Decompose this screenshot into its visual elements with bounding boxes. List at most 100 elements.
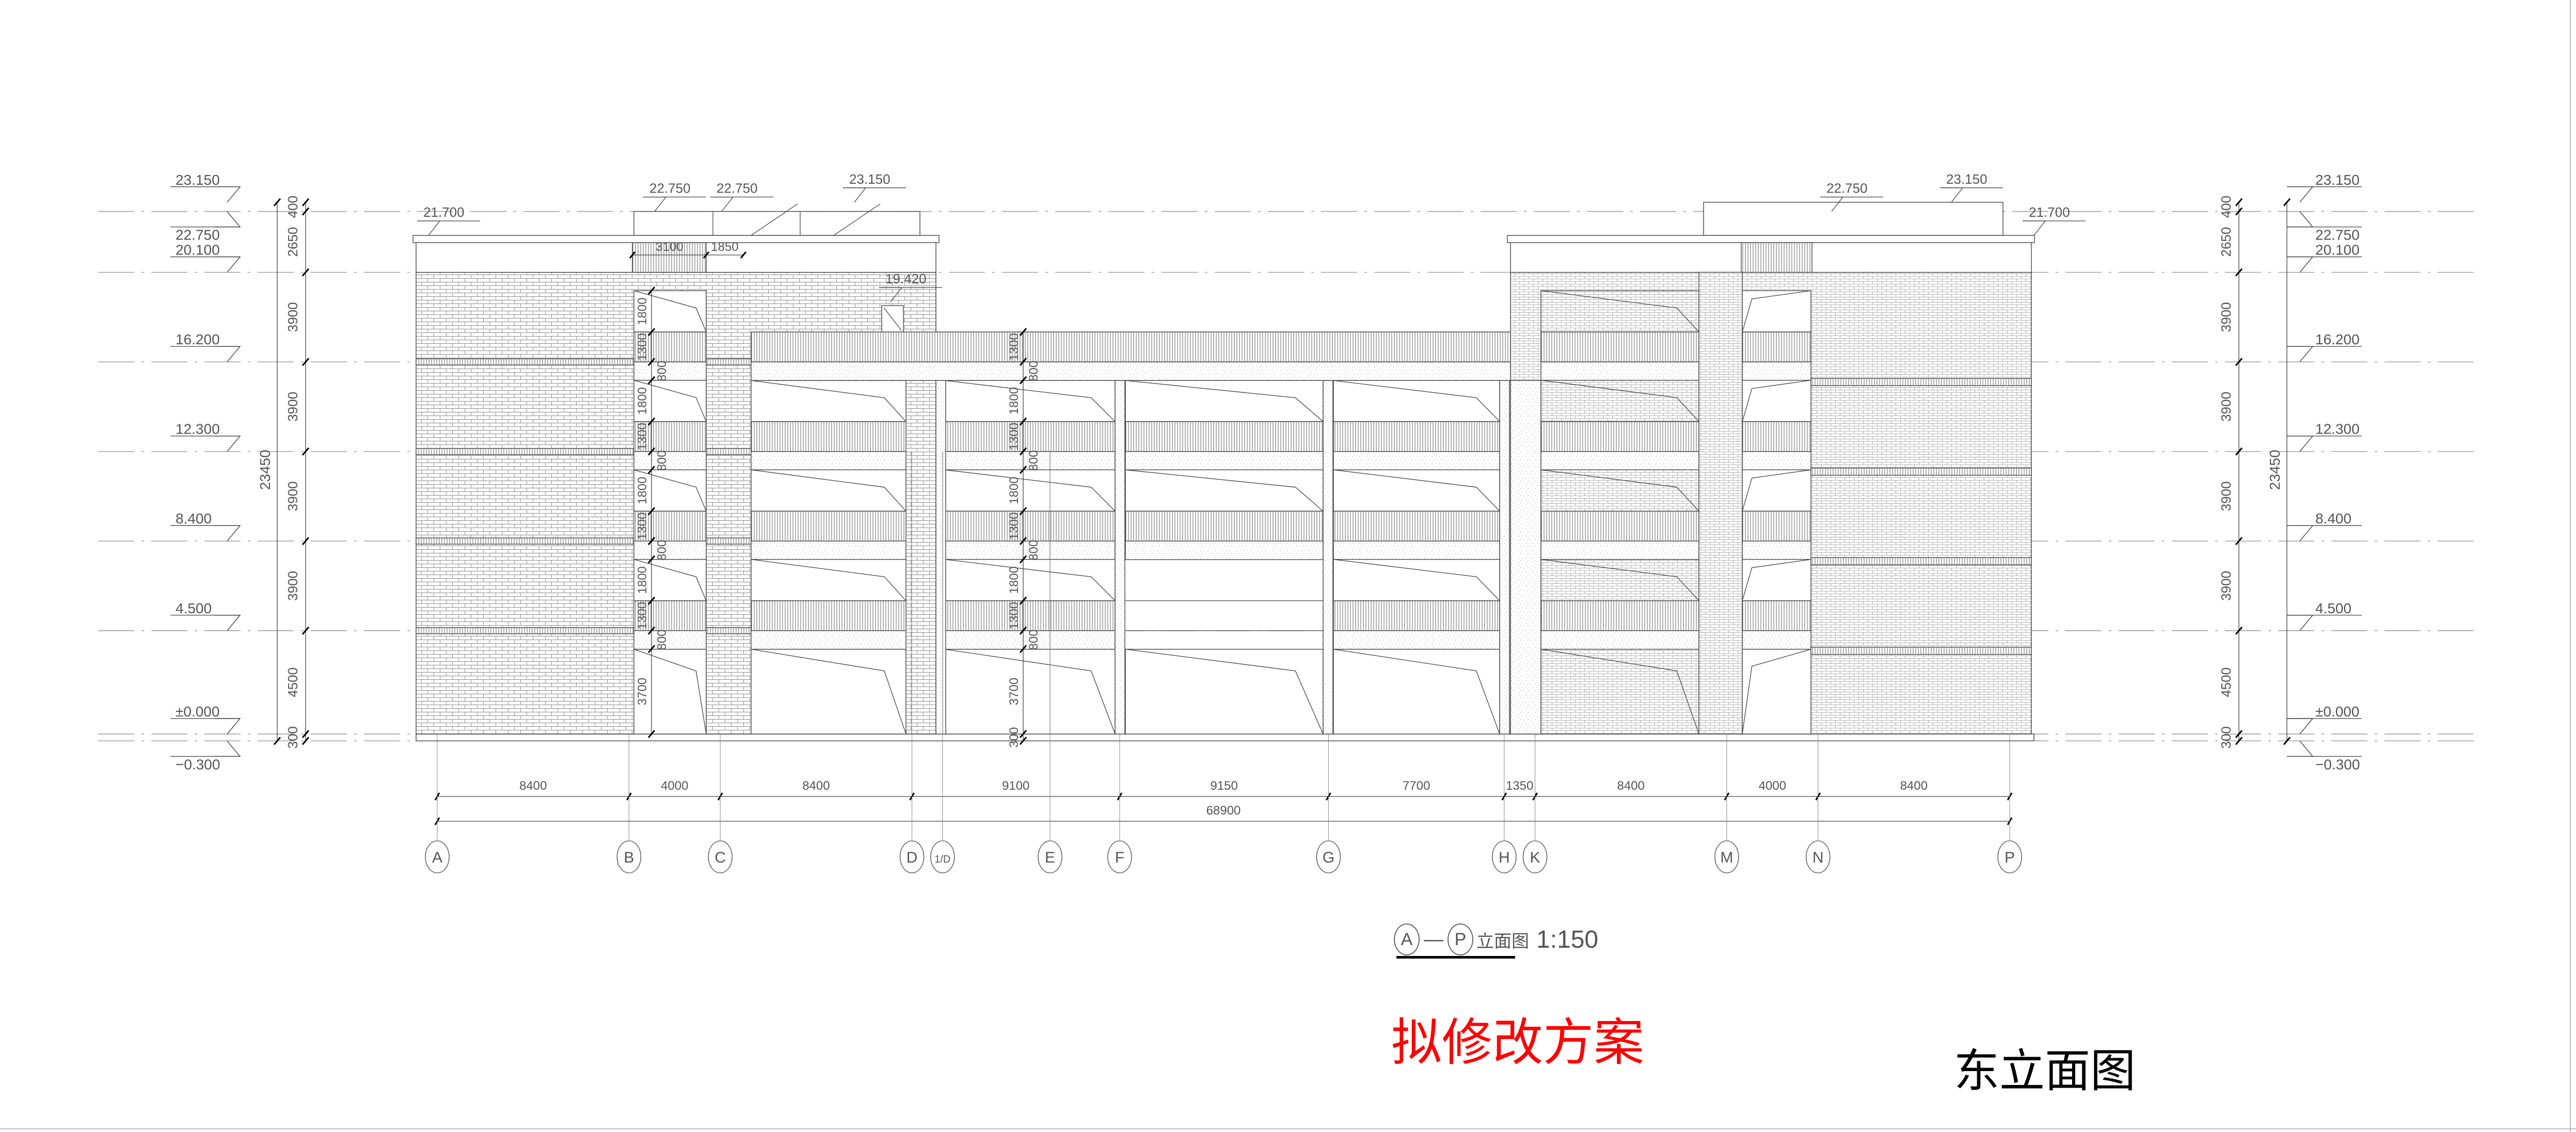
opening (751, 380, 907, 422)
corridor-column (1323, 380, 1333, 735)
dimension-tick (647, 466, 656, 474)
railing-band (1333, 421, 1500, 452)
railing-band (1540, 511, 1699, 541)
opening (751, 469, 907, 512)
ceiling-perspective-line (1333, 559, 1500, 601)
dimension-tick (1019, 555, 1027, 564)
dimension-tick (1019, 357, 1027, 366)
axis-bubble (1038, 840, 1062, 873)
axis-label: E (1045, 849, 1055, 866)
ground-plinth (416, 734, 2034, 742)
axis-bubble (1997, 840, 2022, 873)
dimension-tick (2235, 268, 2243, 277)
right-stair-parapet-louver (1741, 242, 1812, 273)
level-label: 8.400 (2315, 511, 2351, 527)
axis-bubble (1107, 840, 1132, 873)
opening (944, 559, 1116, 601)
level-triangle-icon (214, 525, 241, 541)
floor-dimension-label: 800 (1027, 450, 1041, 471)
ceiling-perspective-line (751, 559, 907, 601)
level-label: 4.500 (2315, 600, 2351, 616)
dimension-tick (1019, 376, 1027, 385)
floor-dimension-label: 1300 (1007, 512, 1021, 539)
ceiling-perspective-line (633, 649, 707, 735)
window-diagonal (883, 307, 902, 331)
elevation-marker: ±0.000 (170, 704, 241, 735)
dimension-tick (1019, 507, 1027, 516)
railing-band (751, 511, 907, 541)
opening (1540, 379, 1699, 422)
opening-ground-floor (633, 649, 707, 735)
level-label: 23.150 (2315, 172, 2360, 188)
rooftop-skylight-diagonal (751, 203, 798, 236)
span-dimension-label: 1350 (1506, 779, 1533, 793)
opening-ground-floor (1333, 649, 1500, 735)
sheet-name: 东立面图 (1954, 1044, 2136, 1097)
beam-band (1742, 451, 1811, 471)
opening (1540, 559, 1699, 601)
ceiling-perspective-line (1333, 649, 1500, 735)
axis-bubble (425, 840, 450, 873)
opening-ground-floor (751, 649, 907, 735)
railing-band (1125, 421, 1324, 452)
left-rooftop-structure (633, 211, 920, 236)
dimension-tick (2235, 198, 2243, 206)
level-triangle-icon (214, 211, 241, 228)
dimension-tick (647, 417, 656, 426)
level-triangle-icon (2287, 346, 2314, 362)
railing-band (751, 600, 907, 631)
dimension-tick (647, 286, 656, 295)
elevation-marker: 16.200 (170, 331, 241, 362)
floor-dimension-label: 1800 (1007, 476, 1021, 504)
axis-bubble (1714, 840, 1739, 873)
floor-dimension-label: 1300 (635, 602, 649, 629)
thin-band (706, 627, 752, 634)
title-underline (1396, 956, 1515, 959)
level-label: 8.400 (176, 511, 212, 527)
corridor-column (935, 380, 946, 735)
elevation-marker: −0.300 (2287, 740, 2362, 772)
total-height-label: 23450 (257, 450, 273, 490)
axis-bubble (1316, 840, 1341, 873)
floor-dimension-label: 800 (1027, 361, 1041, 381)
thin-band (706, 448, 752, 455)
level-triangle-icon (214, 615, 241, 631)
floor-dimension-label: 1800 (635, 477, 649, 504)
floor-dimension-label: 1800 (635, 566, 649, 594)
level-triangle-icon (1940, 187, 1964, 203)
sheet-border-bottom (0, 1128, 2576, 1129)
dimension-tick (2235, 737, 2243, 745)
dimension-tick (273, 198, 281, 206)
thin-band (1810, 557, 2032, 565)
right-column-hk (1510, 380, 1541, 735)
title-axis-to: P (1448, 923, 1473, 955)
elevation-marker: 20.100 (2287, 242, 2362, 273)
floor-dimension-label: 1300 (1007, 423, 1021, 450)
level-triangle-icon (2287, 256, 2314, 273)
railing-band (944, 421, 1116, 452)
span-dimension-label: 4000 (661, 779, 688, 793)
beam-band (1125, 540, 1324, 560)
ceiling-perspective-line (1540, 290, 1699, 332)
dimension-tick (301, 447, 310, 456)
level-label: 4.500 (176, 600, 212, 616)
vertical-dimension-label: 4500 (2218, 667, 2234, 697)
right-cornice (1507, 235, 2035, 243)
elevation-marker: 22.750 (2287, 211, 2362, 243)
elevation-marker: 4.500 (2287, 600, 2362, 631)
title-axis-from: A (1394, 923, 1420, 955)
axis-label: 1/D (934, 854, 950, 865)
beam-band (1333, 451, 1500, 471)
railing-band (751, 421, 907, 452)
level-label: ±0.000 (2315, 704, 2359, 720)
vertical-dimension-label: 2650 (2218, 227, 2234, 257)
opening (1742, 559, 1811, 601)
opening (1333, 469, 1500, 512)
railing-band (1125, 511, 1324, 541)
dimension-tick (301, 730, 310, 738)
floor-dimension-label: 1300 (1007, 333, 1021, 360)
ceiling-perspective-line (1333, 380, 1500, 422)
thin-band (416, 358, 634, 365)
dimension-tick (1019, 466, 1027, 474)
